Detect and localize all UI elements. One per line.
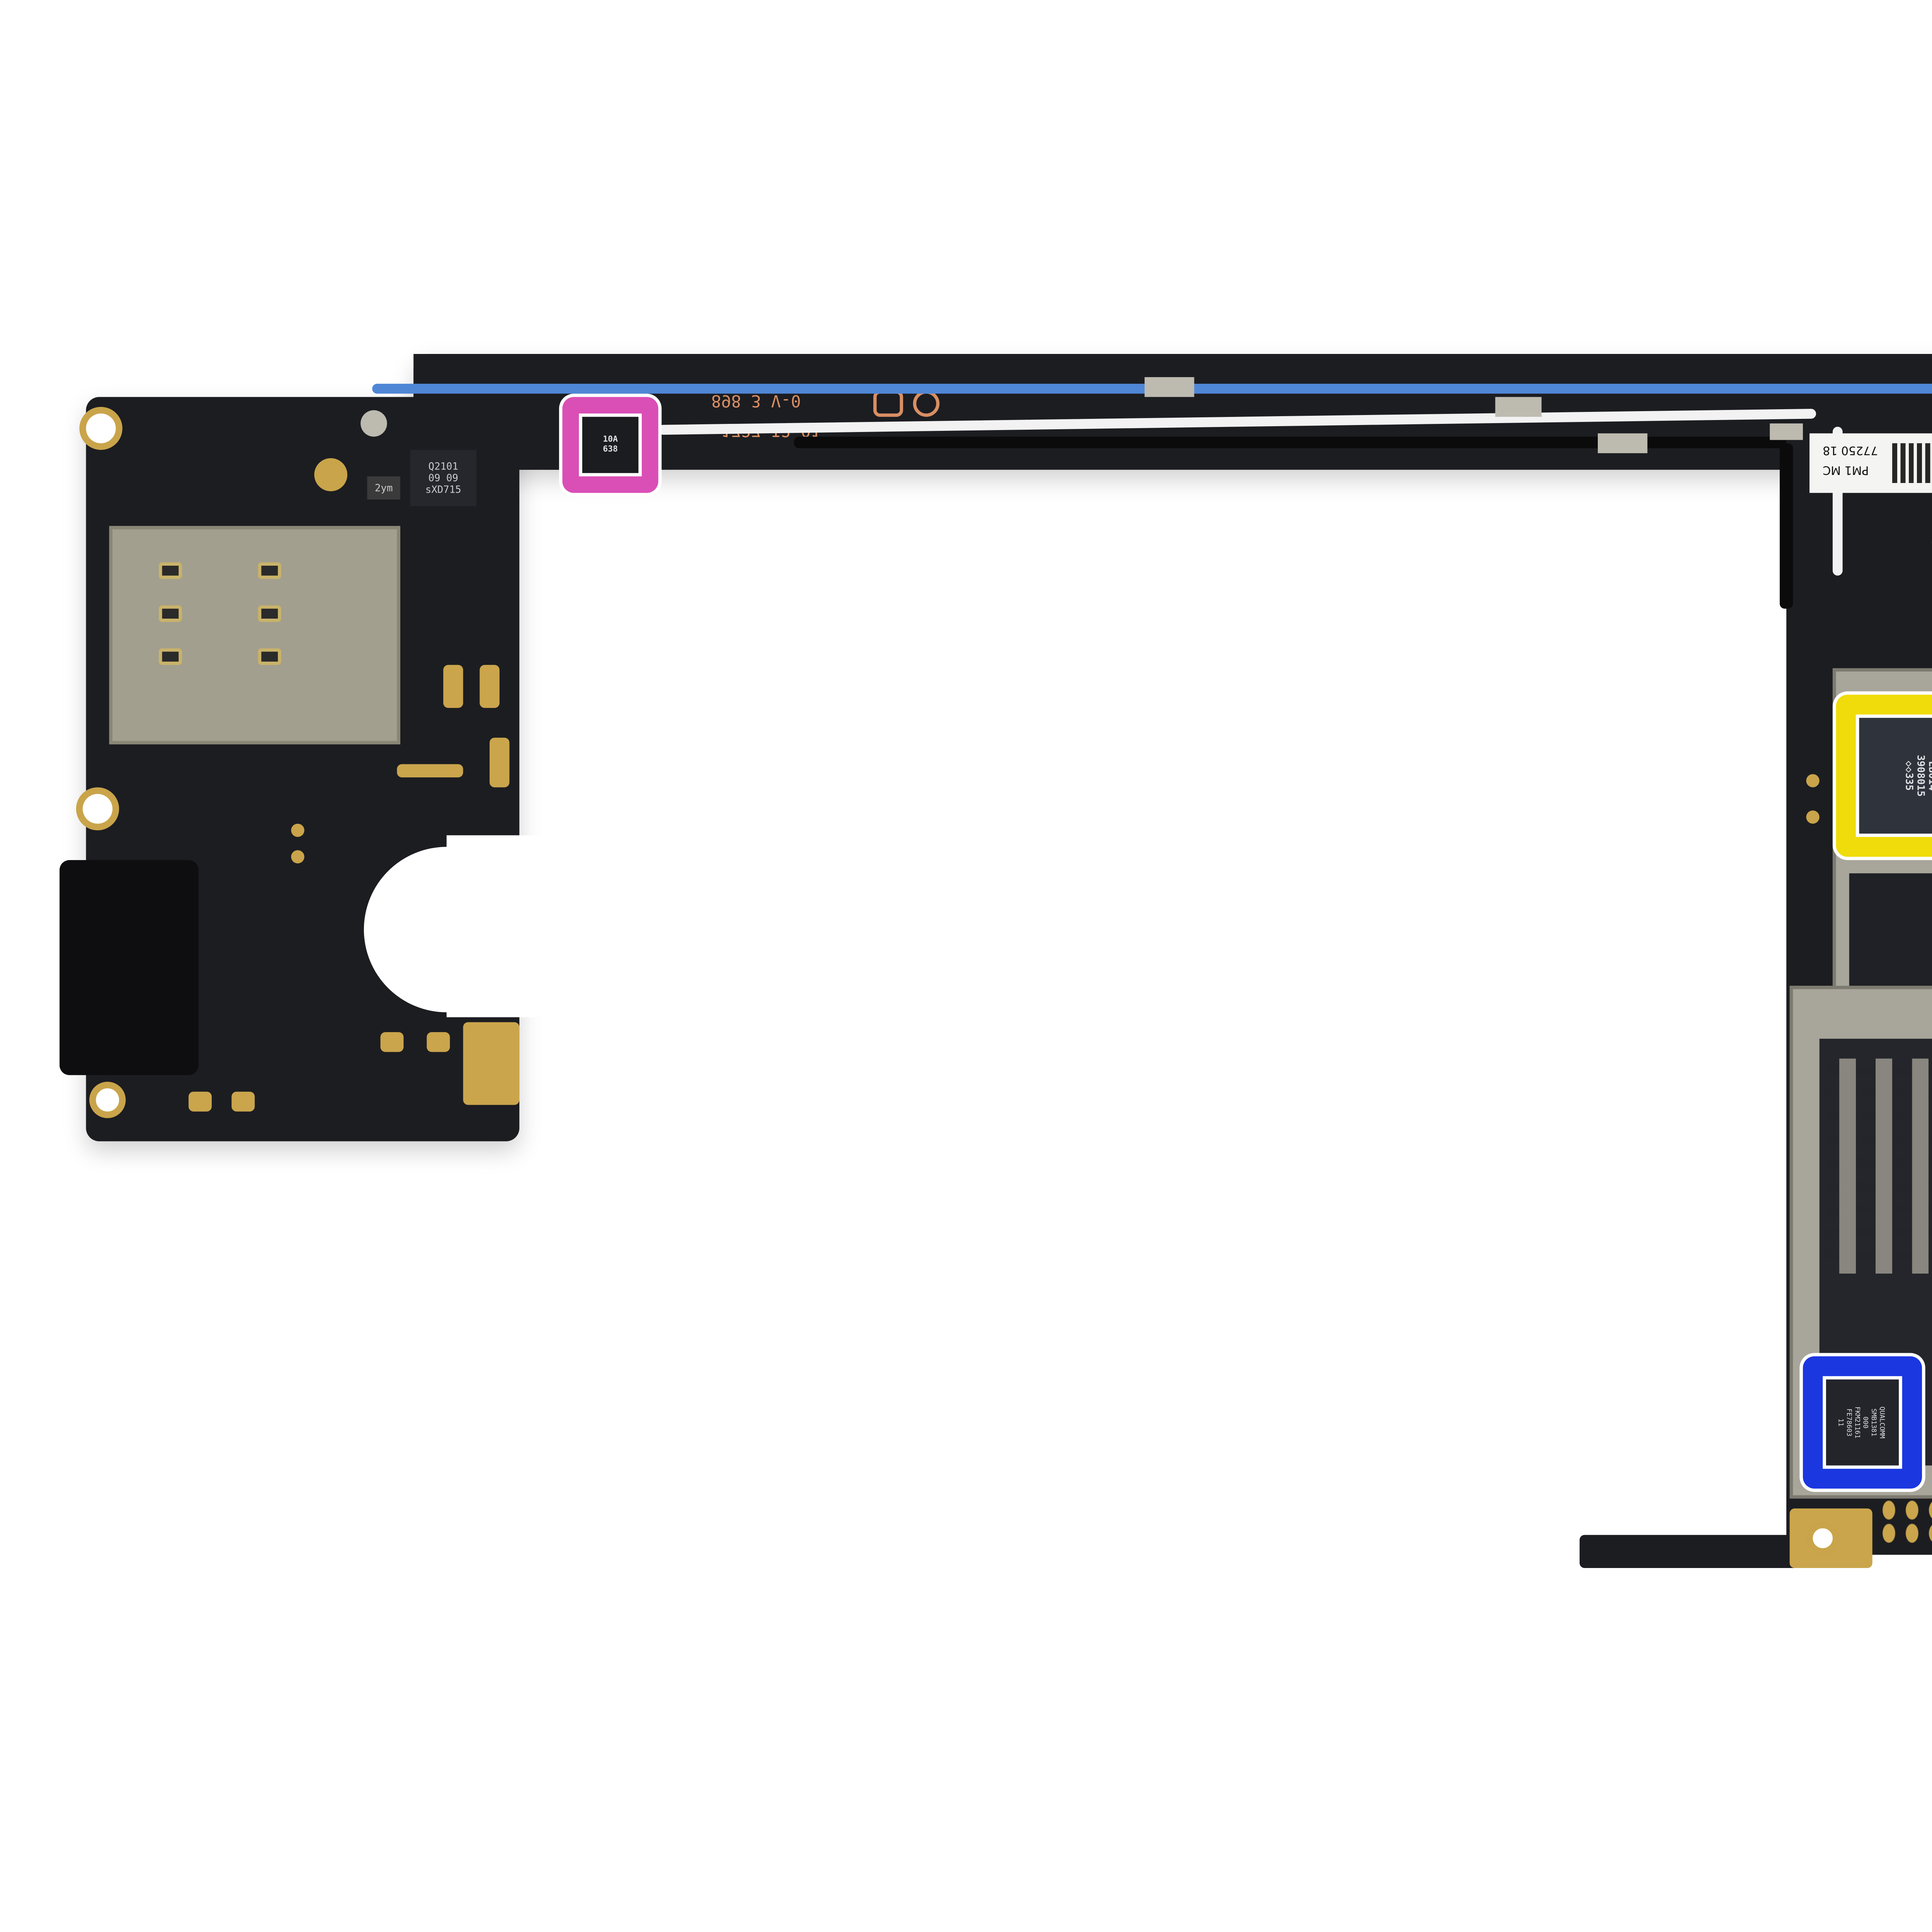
highlight-blue: QUALCOMM SMB1381 000 FKM21161 FE78603 11	[1803, 1356, 1922, 1489]
pogo-pads	[1879, 1498, 1932, 1545]
rf-shield-middle-inner	[1849, 873, 1932, 989]
flex-tail	[1579, 1535, 1811, 1568]
test-point	[1806, 810, 1820, 824]
mount-hole	[89, 1082, 126, 1118]
port-connector	[60, 860, 199, 1075]
datamatrix-code	[1892, 443, 1932, 483]
sim-contact	[258, 562, 281, 579]
gold-contact	[397, 764, 463, 777]
gold-contact	[427, 1032, 450, 1052]
gold-contact	[443, 665, 463, 708]
coax-clip	[1145, 377, 1194, 397]
nxp-chip: Q2101 09 09 sXD715	[410, 450, 476, 506]
serial-label: 77250 18 PM1 MC	[1809, 433, 1932, 493]
gold-contact	[188, 1092, 212, 1112]
hk-logo-icon	[913, 390, 940, 417]
serial-label-line-1: 77250 18	[1823, 443, 1878, 457]
mount-hole	[1806, 1522, 1840, 1555]
crystal: 2ym	[367, 476, 400, 500]
sim-contact	[158, 562, 182, 579]
serial-label-line-2: PM1 MC	[1823, 463, 1869, 476]
sim-contact	[258, 648, 281, 665]
test-point	[291, 823, 304, 837]
test-point	[291, 850, 304, 864]
board-left-cutout-clear	[446, 835, 546, 1017]
chip-qualcomm-smb1381: QUALCOMM SMB1381 000 FKM21161 FE78603 11	[1826, 1379, 1899, 1466]
coax-clip	[1770, 423, 1803, 440]
sim-contact	[158, 605, 182, 622]
coax-clip	[1495, 397, 1542, 417]
ul-logo-icon	[873, 390, 903, 417]
gold-pad	[463, 1022, 520, 1105]
mount-hole	[76, 787, 119, 830]
gold-contact	[480, 665, 500, 708]
test-point	[1806, 774, 1820, 787]
coax-clip	[1598, 433, 1648, 453]
gold-contact	[380, 1032, 404, 1052]
chip-pink: 10A 638	[582, 417, 639, 473]
highlight-pink: 10A 638	[562, 397, 658, 493]
chip-avago-afem-9046: AVAGO AFEM-9046 KA1715 LB014 3908015 ◇◇3…	[1859, 718, 1932, 834]
highlight-yellow-1: AVAGO AFEM-9046 KA1715 LB014 3908015 ◇◇3…	[1836, 694, 1932, 857]
test-point	[314, 458, 347, 492]
gold-contact	[490, 738, 510, 787]
coax-connector	[361, 410, 387, 437]
sim-contact	[258, 605, 281, 622]
sim-contact	[158, 648, 182, 665]
passive-component-grid	[1826, 1058, 1932, 1274]
sim-tray	[109, 526, 400, 745]
black-coax-cable-drop	[1779, 443, 1793, 609]
mount-hole	[79, 407, 122, 450]
gold-contact	[231, 1092, 255, 1112]
